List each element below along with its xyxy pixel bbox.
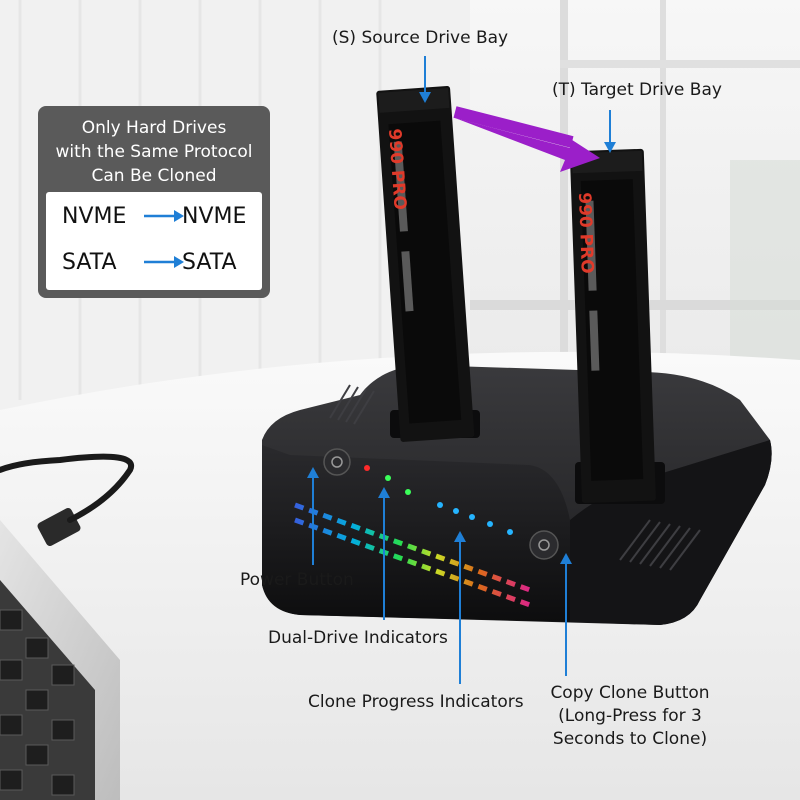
protocol-note: Only Hard Drives with the Same Protocol … xyxy=(38,106,270,298)
power-button[interactable] xyxy=(323,448,351,476)
copy-clone-line3: Seconds to Clone) xyxy=(552,729,708,749)
arrow-right-icon xyxy=(144,210,184,222)
protocol-from: SATA xyxy=(62,250,117,275)
protocol-row: SATA SATA xyxy=(46,242,262,282)
protocol-note-title: Only Hard Drives with the Same Protocol … xyxy=(55,118,253,186)
copy-clone-line1: Copy Clone Button xyxy=(550,683,710,703)
source-ssd-brand: 990 PRO xyxy=(384,128,410,211)
laptop xyxy=(0,453,135,800)
rgb-light-strip xyxy=(294,502,531,608)
target-bay-label: (T) Target Drive Bay xyxy=(552,80,722,100)
power-button-label: Power Button xyxy=(240,570,354,590)
protocol-to: SATA xyxy=(182,250,237,275)
dual-drive-label: Dual-Drive Indicators xyxy=(268,628,448,648)
copy-clone-line2: (Long-Press for 3 xyxy=(558,706,702,726)
target-ssd-brand: 990 PRO xyxy=(574,192,597,275)
clone-progress-label: Clone Progress Indicators xyxy=(308,692,524,712)
callout-lines xyxy=(307,56,616,684)
protocol-table: NVME NVME SATA SATA xyxy=(46,192,262,290)
clone-direction-arrow xyxy=(453,106,600,172)
protocol-row: NVME NVME xyxy=(46,196,262,236)
clone-progress-indicators xyxy=(437,502,513,535)
source-bay-label: (S) Source Drive Bay xyxy=(332,28,509,48)
protocol-from: NVME xyxy=(62,204,127,229)
arrow-right-icon xyxy=(144,256,184,268)
copy-clone-label: Copy Clone Button (Long-Press for 3 Seco… xyxy=(540,682,720,751)
target-ssd xyxy=(569,148,656,504)
protocol-to: NVME xyxy=(182,204,247,229)
clone-dock xyxy=(262,365,772,625)
dual-drive-indicators xyxy=(364,465,411,495)
source-ssd xyxy=(376,86,475,442)
copy-clone-button[interactable] xyxy=(529,530,559,560)
